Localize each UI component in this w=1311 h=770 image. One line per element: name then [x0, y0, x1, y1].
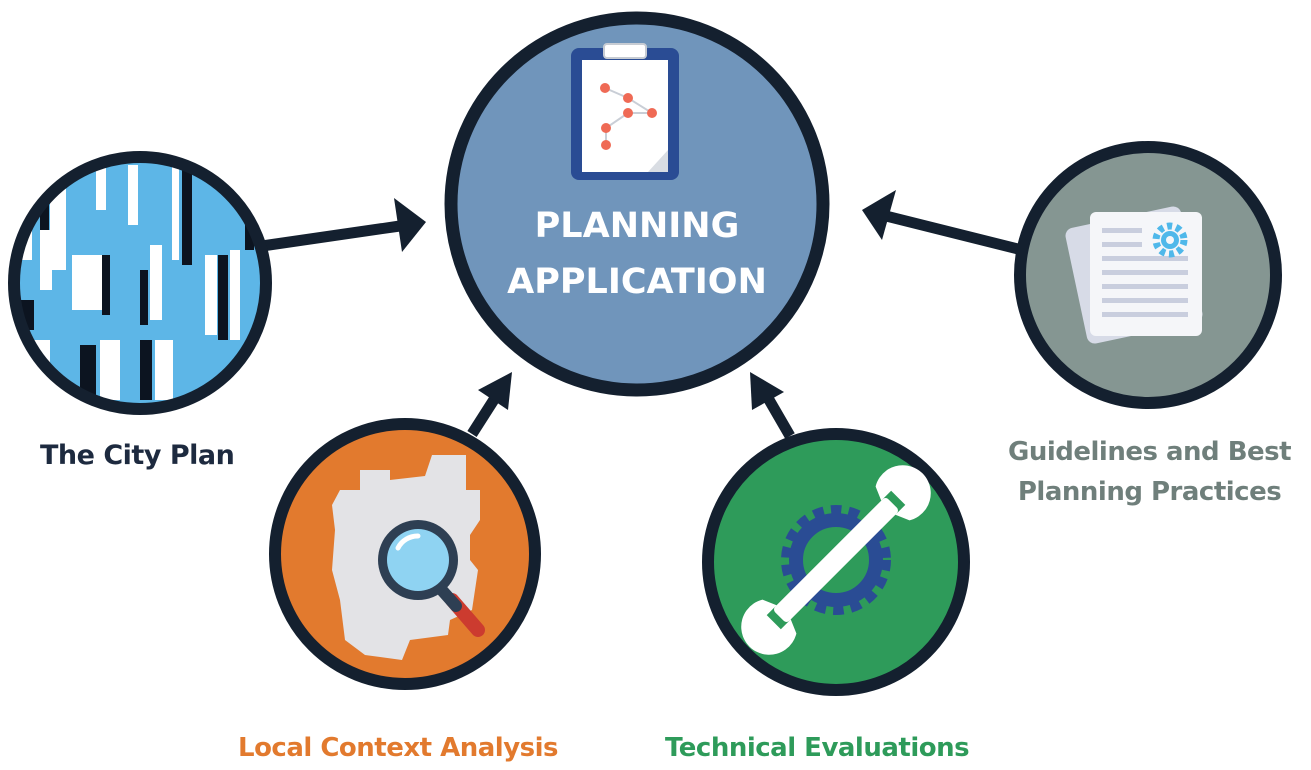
arrow-guidelines-to-main [862, 190, 1024, 256]
local-context-label: Local Context Analysis [238, 733, 559, 763]
main-node [444, 11, 830, 397]
guidelines-label-line1: Guidelines and Best [1008, 437, 1292, 467]
technical-label: Technical Evaluations [665, 733, 970, 763]
map-magnifier-icon [332, 455, 485, 660]
arrow-technical-to-main [750, 372, 795, 439]
main-title-line2: APPLICATION [507, 262, 767, 302]
technical-node [702, 428, 970, 696]
arrow-local-to-main [467, 372, 512, 437]
city-plan-node [8, 151, 272, 415]
clipboard-flowchart-icon [571, 43, 679, 180]
wrench-gear-icon [741, 465, 931, 655]
guidelines-label-line2: Planning Practices [1017, 477, 1282, 507]
city-plan-label: The City Plan [40, 440, 235, 471]
guidelines-node [1014, 141, 1282, 409]
guidelines-label: Guidelines and Best Planning Practices [1008, 432, 1292, 512]
document-gear-icon [1065, 206, 1203, 344]
main-title-line1: PLANNING [534, 206, 740, 246]
arrow-city-to-main [261, 198, 426, 252]
local-context-node [269, 418, 541, 690]
